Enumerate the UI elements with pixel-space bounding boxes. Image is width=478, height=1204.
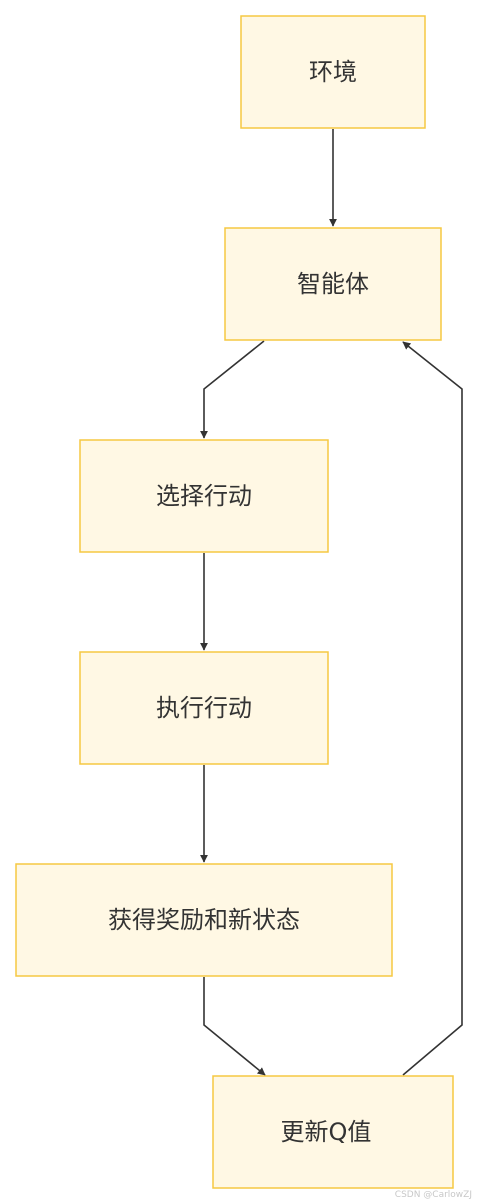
node-update-q: 更新Q值 — [212, 1075, 454, 1189]
edge-update-to-agent — [402, 341, 463, 1076]
node-get-reward: 获得奖励和新状态 — [15, 863, 393, 977]
node-env: 环境 — [240, 15, 426, 129]
edges — [200, 129, 463, 1076]
edge-reward-to-update — [203, 977, 266, 1076]
watermark: CSDN @CarlowZJ — [394, 1190, 472, 1200]
node-update-q-label: 更新Q值 — [281, 1118, 372, 1146]
node-agent: 智能体 — [224, 227, 442, 341]
node-choose-action-label: 选择行动 — [156, 482, 252, 510]
node-agent-label: 智能体 — [297, 270, 369, 298]
node-choose-action: 选择行动 — [79, 439, 329, 553]
edge-agent-to-choose — [200, 340, 265, 439]
node-get-reward-label: 获得奖励和新状态 — [108, 906, 300, 934]
node-execute-action-label: 执行行动 — [156, 694, 252, 722]
node-env-label: 环境 — [309, 58, 357, 86]
node-execute-action: 执行行动 — [79, 651, 329, 765]
